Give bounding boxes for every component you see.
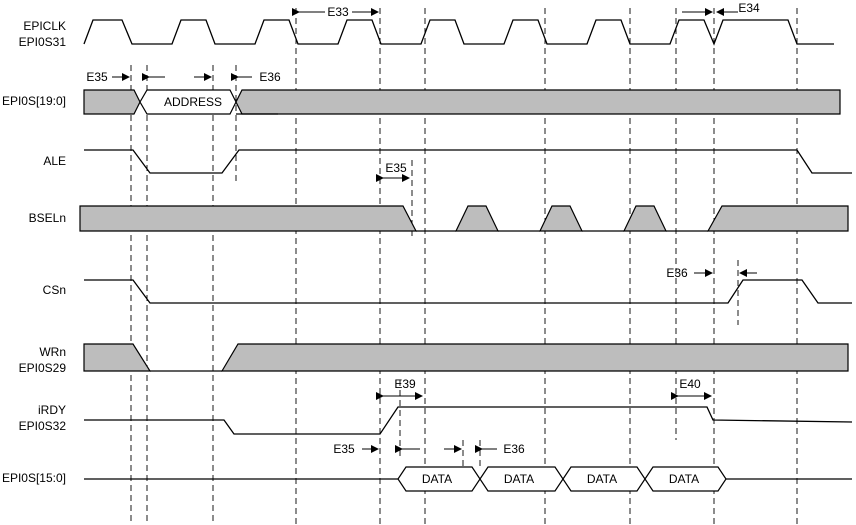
timing-arrows <box>112 8 757 453</box>
timing-e36-address: E36 <box>259 70 281 84</box>
address-bus-waveform <box>83 89 841 115</box>
data-label-2: DATA <box>504 472 534 486</box>
label-bseln: BSELn <box>29 211 66 225</box>
label-ale: ALE <box>43 154 66 168</box>
bseln-waveform <box>79 205 849 232</box>
timing-e35-bsel: E35 <box>385 161 407 175</box>
signal-labels: EPICLK EPI0S31 EPI0S[19:0] ALE BSELn CSn… <box>2 19 66 485</box>
label-epiclk: EPICLK <box>23 19 66 33</box>
label-epi0s32: EPI0S32 <box>19 419 67 433</box>
reference-dashed-lines <box>130 8 798 525</box>
data-label-1: DATA <box>422 472 452 486</box>
timing-e36-cs: E36 <box>666 266 688 280</box>
timing-e35-address: E35 <box>86 70 108 84</box>
timing-e40: E40 <box>679 377 701 391</box>
csn-waveform <box>84 279 852 304</box>
label-epi0s29: EPI0S29 <box>19 361 67 375</box>
label-csn: CSn <box>43 283 66 297</box>
label-irdy: iRDY <box>38 403 66 417</box>
address-bus-label: ADDRESS <box>164 95 222 109</box>
ale-waveform <box>84 149 852 174</box>
label-epi0s31: EPI0S31 <box>19 35 67 49</box>
clock-waveform <box>83 19 834 46</box>
label-data-bus: EPI0S[15:0] <box>2 471 66 485</box>
timing-e34: E34 <box>738 1 760 15</box>
timing-e36-data: E36 <box>503 442 525 456</box>
timing-e33: E33 <box>327 5 349 19</box>
data-label-4: DATA <box>669 472 699 486</box>
timing-labels: E33 E34 E35 E36 E35 E36 E39 E40 E35 E36 <box>86 1 760 456</box>
irdy-waveform <box>84 406 853 435</box>
data-bus-waveform <box>84 466 852 492</box>
wrn-waveform <box>83 343 849 372</box>
data-label-3: DATA <box>587 472 617 486</box>
timing-e35-data: E35 <box>333 442 355 456</box>
timing-e39: E39 <box>394 377 416 391</box>
label-address-bus: EPI0S[19:0] <box>2 94 66 108</box>
label-wrn: WRn <box>39 345 66 359</box>
